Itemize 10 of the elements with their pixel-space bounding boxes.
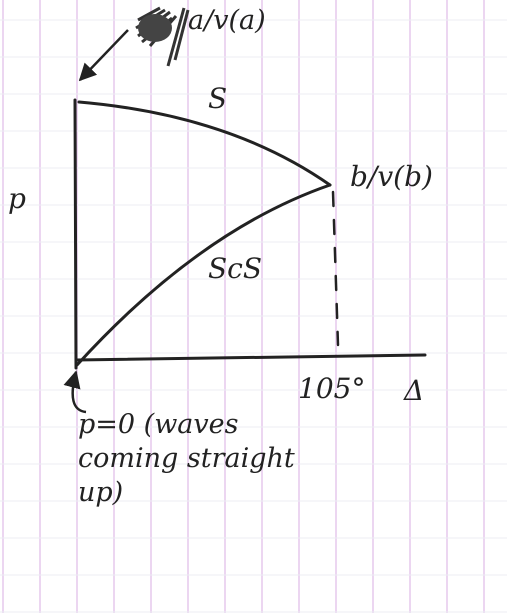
point-label: b/v(b) [350, 162, 433, 192]
note-text: p=0 (waves coming straight up) [78, 408, 318, 510]
leader-arrow [78, 29, 129, 82]
axis-label: Δ [404, 376, 424, 406]
leader-arrow [64, 370, 86, 414]
curve-label: S [208, 84, 228, 114]
curve-label: ScS [208, 254, 262, 284]
tick-label: 105° [298, 374, 366, 404]
note-text: a/v(a) [188, 4, 266, 38]
axis-label: p [8, 184, 26, 214]
